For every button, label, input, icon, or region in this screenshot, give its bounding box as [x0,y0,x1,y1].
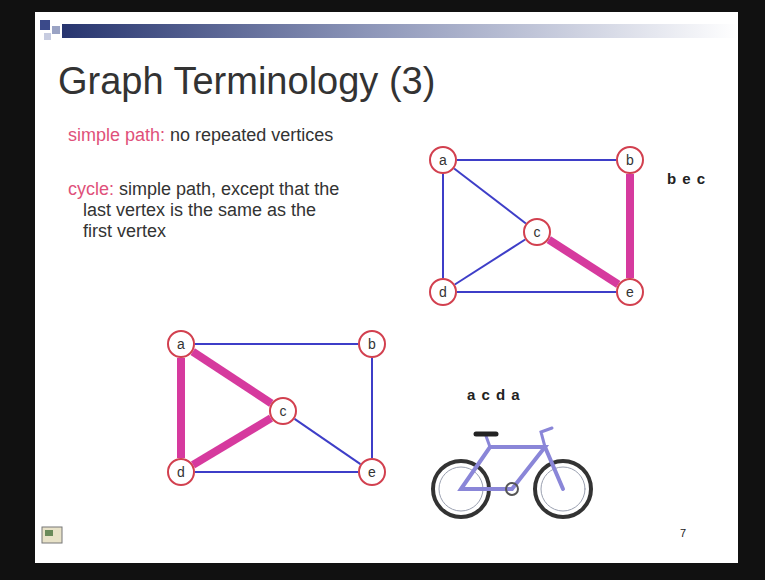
highlighted-edge [626,174,634,278]
highlighted-edge [549,240,618,285]
graph-edge [455,240,525,285]
path-label: b e c [667,170,706,187]
vertex-circle: b [358,330,386,358]
vertex-label: e [626,284,634,300]
vertex-label: d [439,284,447,300]
vertex-circle: e [358,458,386,486]
vertex-circle: c [269,397,297,425]
vertex-circle: d [167,458,195,486]
corner-square [40,20,50,30]
definition: cycle: simple path, except that the last… [68,179,345,242]
vertex-label: d [177,464,185,480]
definition: simple path: no repeated vertices [68,125,345,146]
header-bar [62,24,738,38]
corner-square [52,26,60,34]
highlighted-edge [193,418,271,465]
vertex-label: a [439,152,447,168]
bicycle-illustration [433,428,591,517]
vertex-label: a [177,336,185,352]
graph-edge [295,419,361,464]
space [165,125,170,145]
term-definition: simple path, except that the last vertex… [83,179,339,241]
vertex-circle: e [616,278,644,306]
vertex-circle: a [167,330,195,358]
graph-edge [195,343,358,345]
graph-edge [371,358,373,458]
cycle-label: a c d a [467,386,521,403]
term-name: cycle: [68,179,114,199]
graph-edge [457,159,616,161]
vertex-label: b [626,152,634,168]
graph-edge [457,291,616,293]
vertex-label: c [534,224,541,240]
vertex-label: e [368,464,376,480]
slide-title: Graph Terminology (3) [58,60,435,103]
page-number: 7 [680,527,686,539]
vertex-circle: d [429,278,457,306]
vertex-circle: c [523,218,551,246]
term-definition: no repeated vertices [170,125,333,145]
graph-edge [442,174,444,278]
vertex-circle: b [616,146,644,174]
slide-icon [42,527,62,543]
graph-edge [454,169,526,224]
vertex-label: c [280,403,287,419]
highlighted-edge [177,358,185,458]
term-name: simple path: [68,125,165,145]
space [114,179,119,199]
highlighted-edge [193,352,272,404]
vertex-circle: a [429,146,457,174]
corner-square [44,33,51,40]
vertex-label: b [368,336,376,352]
graph-edge [195,471,358,473]
